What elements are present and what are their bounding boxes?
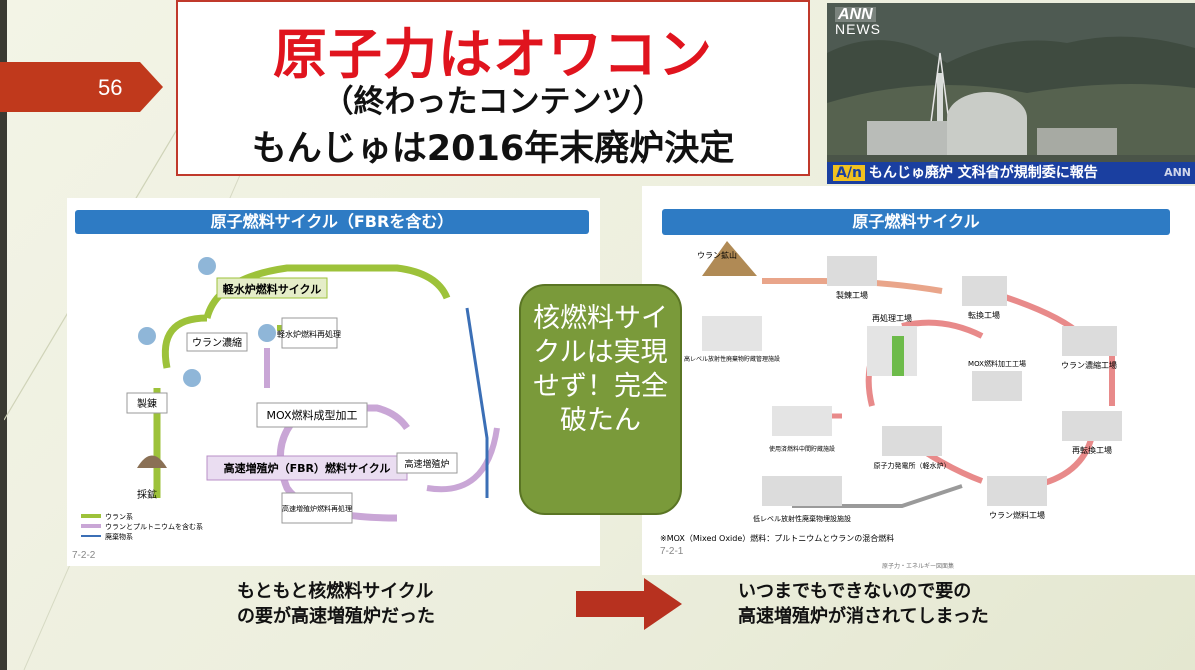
slide-number: 56 <box>98 75 123 100</box>
right-arrow-icon <box>576 578 682 630</box>
caption-left-line1: もともと核燃料サイクル <box>237 581 434 602</box>
diagram-label: 使用済燃料中間貯蔵施設 <box>769 445 835 453</box>
title-statement: もんじゅは2016年末廃炉決定 <box>251 129 735 169</box>
diagram-label: 製錬 <box>137 397 157 410</box>
caption-right-line1: いつまでもできないので要の <box>738 581 972 602</box>
diagram-label: 高レベル放射性廃棄物貯蔵管理施設 <box>684 355 780 363</box>
fuel-cycle-diagram: 原子燃料サイクル ウラン鉱山 製錬工場 転換工場 ウラン濃縮工場 再転換工場 ウ… <box>642 186 1195 575</box>
slide-number-arrow-icon <box>0 62 163 112</box>
left-panel-title: 原子燃料サイクル（FBRを含む） <box>75 210 589 234</box>
ticker-text: もんじゅ廃炉 文科省が規制委に報告 <box>868 165 1098 181</box>
diagram-label: 軽水炉燃料サイクル <box>223 282 321 296</box>
diagram-label: 原子力・エネルギー図面集 <box>882 562 954 570</box>
ticker-badge: A/n <box>833 165 865 181</box>
right-cycle-graphic: ウラン鉱山 製錬工場 転換工場 ウラン濃縮工場 再転換工場 ウラン燃料工場 原子… <box>660 241 1122 570</box>
diagram-label: 再処理工場 <box>872 313 912 323</box>
left-panel-code: 7-2-2 <box>72 550 96 561</box>
diagram-label: 再転換工場 <box>1072 445 1112 455</box>
slide-number-badge: 56 <box>0 62 163 112</box>
diagram-label: MOX燃料加工工場 <box>968 359 1026 368</box>
diagram-label: ※MOX（Mixed Oxide）燃料：プルトニウムとウランの混合燃料 <box>660 533 894 543</box>
diagram-label: 低レベル放射性廃棄物埋設施設 <box>753 514 851 523</box>
diagram-label: ウラン系 <box>105 512 133 521</box>
ann-news-logo: ANN NEWS <box>835 6 881 37</box>
slide-edge-bar <box>0 0 7 670</box>
caption-left-line2: の要が高速増殖炉だった <box>237 606 435 627</box>
diagram-label: 廃棄物系 <box>105 532 133 541</box>
diagram-label: 転換工場 <box>968 310 1000 320</box>
fbr-fuel-cycle-diagram: 原子燃料サイクル（FBRを含む） 軽水炉燃料サイクル ウラン濃縮 軽水炉燃料再処… <box>67 198 600 566</box>
left-cycle-graphic: 軽水炉燃料サイクル ウラン濃縮 軽水炉燃料再処理 MOX燃料成型加工 高速増殖炉… <box>81 257 500 541</box>
ticker-tag: ANN <box>1164 166 1191 179</box>
right-panel-title: 原子燃料サイクル <box>662 209 1170 235</box>
title-main: 原子力はオワコン <box>273 23 713 86</box>
diagram-label: 原子力発電所（軽水炉） <box>874 461 951 470</box>
caption-right: いつまでもできないので要の 高速増殖炉が消されてしまった <box>738 579 989 629</box>
diagram-label: 軽水炉燃料再処理 <box>277 329 341 339</box>
diagram-label: ウランとプルトニウムを含む系 <box>105 522 203 531</box>
callout-box: 核燃料サイクルは実現せず！完全破たん <box>519 284 682 515</box>
diagram-label: 高速増殖炉 <box>404 458 449 470</box>
diagram-label: MOX燃料成型加工 <box>267 408 358 422</box>
title-box: 原子力はオワコン （終わったコンテンツ） もんじゅは2016年末廃炉決定 <box>176 0 810 176</box>
right-panel-code: 7-2-1 <box>660 546 684 557</box>
caption-right-line2: 高速増殖炉が消されてしまった <box>738 606 989 627</box>
diagram-label: ウラン鉱山 <box>697 250 737 260</box>
title-sub: （終わったコンテンツ） <box>322 84 664 120</box>
monju-plant-image <box>827 36 1195 184</box>
diagram-label: 高速増殖炉（FBR）燃料サイクル <box>224 461 391 475</box>
diagram-label: ウラン濃縮工場 <box>1061 360 1117 370</box>
diagram-label: ウラン燃料工場 <box>989 510 1045 520</box>
diagram-label: ウラン濃縮 <box>192 336 242 349</box>
diagram-label: 採鉱 <box>137 488 157 501</box>
diagram-label: 高速増殖炉燃料再処理 <box>282 504 352 513</box>
caption-left: もともと核燃料サイクル の要が高速増殖炉だった <box>237 579 435 629</box>
diagram-label: 製錬工場 <box>836 290 868 300</box>
